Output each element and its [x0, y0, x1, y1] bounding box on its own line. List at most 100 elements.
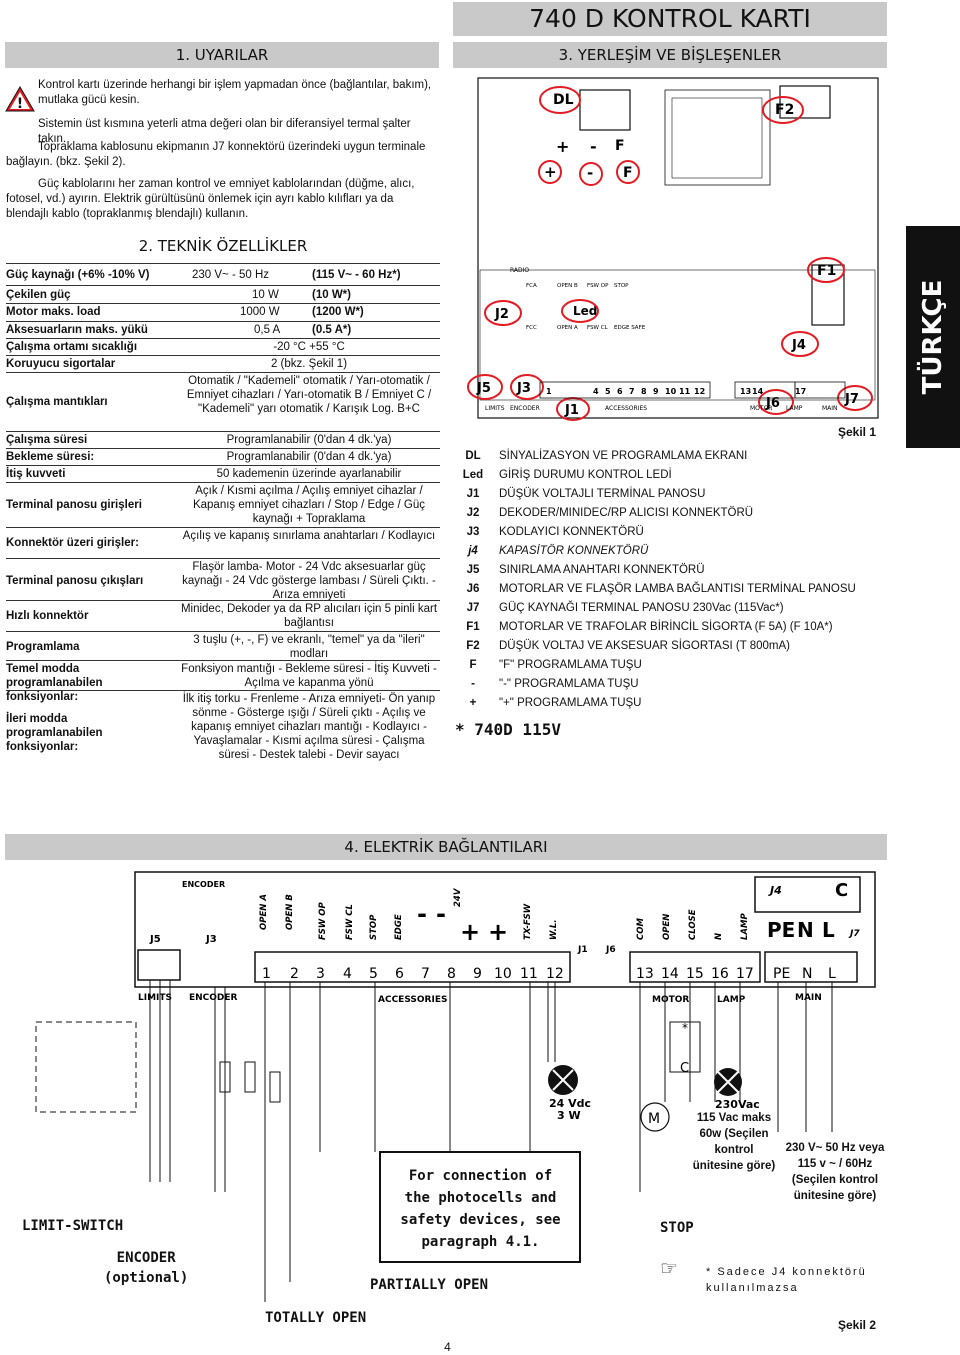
- warning-text-1: Kontrol kartı üzerinde herhangi bir işle…: [38, 79, 432, 106]
- svg-text:24V: 24V: [453, 887, 463, 907]
- svg-text:5: 5: [605, 387, 611, 396]
- svg-text:F: F: [623, 165, 633, 181]
- svg-text:8: 8: [641, 387, 647, 396]
- svg-text:LAMP: LAMP: [717, 995, 746, 1005]
- svg-text:EDGE: EDGE: [394, 914, 404, 940]
- svg-text:12: 12: [546, 966, 564, 982]
- spec-row: İleri modda programlanabilen fonksiyonla…: [6, 693, 436, 761]
- svg-text:11: 11: [679, 387, 691, 396]
- encoder-top-label: ENCODER: [182, 880, 225, 889]
- spec-row: Terminal panosu girişleri Açık / Kısmi a…: [6, 485, 426, 525]
- svg-text:-: -: [587, 164, 593, 182]
- j3-label: J3: [205, 934, 217, 945]
- lamp-230v-label: 230Vac: [715, 1098, 760, 1111]
- legend-row: +"+" PROGRAMLAMA TUŞU: [469, 697, 642, 709]
- svg-text:MOTOR: MOTOR: [750, 405, 772, 412]
- svg-text:3: 3: [316, 966, 325, 982]
- j6-label: J6: [765, 396, 780, 411]
- svg-text:OPEN: OPEN: [662, 914, 672, 940]
- svg-text:L: L: [828, 966, 836, 982]
- svg-text:PE: PE: [767, 918, 795, 942]
- minus-button-callout: [579, 162, 603, 186]
- svg-text:-: -: [417, 900, 427, 928]
- svg-text:W.L.: W.L.: [549, 919, 559, 940]
- language-tab: TÜRKÇE: [906, 226, 960, 448]
- svg-text:COM: COM: [636, 918, 646, 940]
- f-label: F: [615, 138, 625, 154]
- svg-text:OPEN A: OPEN A: [259, 894, 269, 930]
- svg-text:16: 16: [711, 966, 729, 982]
- svg-text:13: 13: [636, 966, 654, 982]
- svg-text:7: 7: [421, 966, 430, 982]
- svg-text:+: +: [544, 163, 557, 181]
- warning-icon: !: [5, 86, 35, 112]
- board-layout-figure: DL F2 + - F + - F RADIO J2 Led F1 J4 J5 …: [467, 77, 879, 421]
- svg-text:10: 10: [494, 966, 512, 982]
- j5-label: J5: [476, 381, 491, 396]
- svg-text:17: 17: [795, 387, 806, 396]
- j4-label: J4: [768, 884, 782, 897]
- hand-pointer-icon: ☞: [660, 1258, 678, 1280]
- svg-text:12: 12: [694, 387, 705, 396]
- svg-text:ENCODER: ENCODER: [189, 993, 238, 1003]
- svg-text:1: 1: [262, 966, 271, 982]
- svg-text:-: -: [436, 900, 446, 928]
- photocells-note: For connection of the photocells and saf…: [400, 1168, 561, 1250]
- svg-text:LAMP: LAMP: [786, 405, 803, 412]
- svg-text:CLOSE: CLOSE: [688, 909, 698, 940]
- spec-row: Konnektör üzeri girişler: Açılış ve kapa…: [6, 530, 436, 549]
- svg-text:N: N: [797, 918, 814, 942]
- f1-label: F1: [817, 263, 836, 279]
- motor-icon: [640, 1102, 670, 1132]
- legend-row: -"-" PROGRAMLAMA TUŞU: [471, 678, 639, 690]
- plus-button-callout: [538, 160, 562, 184]
- svg-text:6: 6: [395, 966, 404, 982]
- svg-text:1: 1: [546, 387, 552, 396]
- svg-text:N: N: [714, 933, 724, 940]
- figure1-caption: Şekil 1: [838, 425, 877, 439]
- j3-label: J3: [516, 381, 531, 396]
- svg-text:15: 15: [686, 966, 704, 982]
- svg-text:ACCESSORIES: ACCESSORIES: [605, 405, 647, 412]
- svg-text:14: 14: [661, 966, 679, 982]
- svg-text:+: +: [488, 918, 508, 946]
- svg-text:RADIO: RADIO: [510, 267, 529, 274]
- dl-label: DL: [553, 92, 574, 108]
- spec-row: Hızlı konnektör Minidec, Dekoder ya da R…: [6, 603, 438, 629]
- svg-text:FSW OP: FSW OP: [318, 902, 328, 940]
- svg-text:13: 13: [740, 387, 751, 396]
- svg-text:FSW CL: FSW CL: [345, 904, 355, 940]
- figure2-caption: Şekil 2: [838, 1318, 877, 1332]
- svg-text:N: N: [802, 966, 812, 982]
- svg-text:LAMP: LAMP: [740, 913, 750, 940]
- spec-row: Temel modda programlanabilen fonksiyonla…: [6, 663, 437, 703]
- j2-label: J2: [494, 307, 509, 322]
- svg-text:8: 8: [447, 966, 456, 982]
- svg-text:FSW OP: FSW OP: [587, 283, 609, 289]
- j1-label: J1: [577, 945, 588, 955]
- j5-label: J5: [149, 934, 161, 945]
- capacitor-c-label: C: [835, 880, 848, 901]
- svg-text:FSW CL: FSW CL: [587, 325, 609, 331]
- section-header-specs: 2. TEKNİK ÖZELLİKLER: [138, 237, 308, 255]
- encoder-optional-label: ENCODER(optional): [104, 1250, 189, 1286]
- svg-text:LIMITS: LIMITS: [138, 993, 172, 1003]
- warning-text-2: Sistemin üst kısmına yeterli atma değeri…: [38, 118, 411, 145]
- svg-text:OPEN B: OPEN B: [285, 894, 295, 930]
- j6-label: J6: [605, 945, 616, 955]
- section-header-layout: 3. YERLEŞİM VE BİŞLEŞENLER: [453, 42, 887, 68]
- partially-open-label: PARTIALLY OPEN: [370, 1277, 489, 1293]
- j4-footnote: * Sadece J4 konnektörü kullanılmazsa: [706, 1266, 867, 1294]
- stop-label: STOP: [660, 1220, 694, 1236]
- j7-label: J7: [844, 392, 859, 407]
- svg-text:ENCODER: ENCODER: [510, 405, 540, 412]
- svg-text:6: 6: [617, 387, 623, 396]
- svg-text:+: +: [460, 918, 480, 946]
